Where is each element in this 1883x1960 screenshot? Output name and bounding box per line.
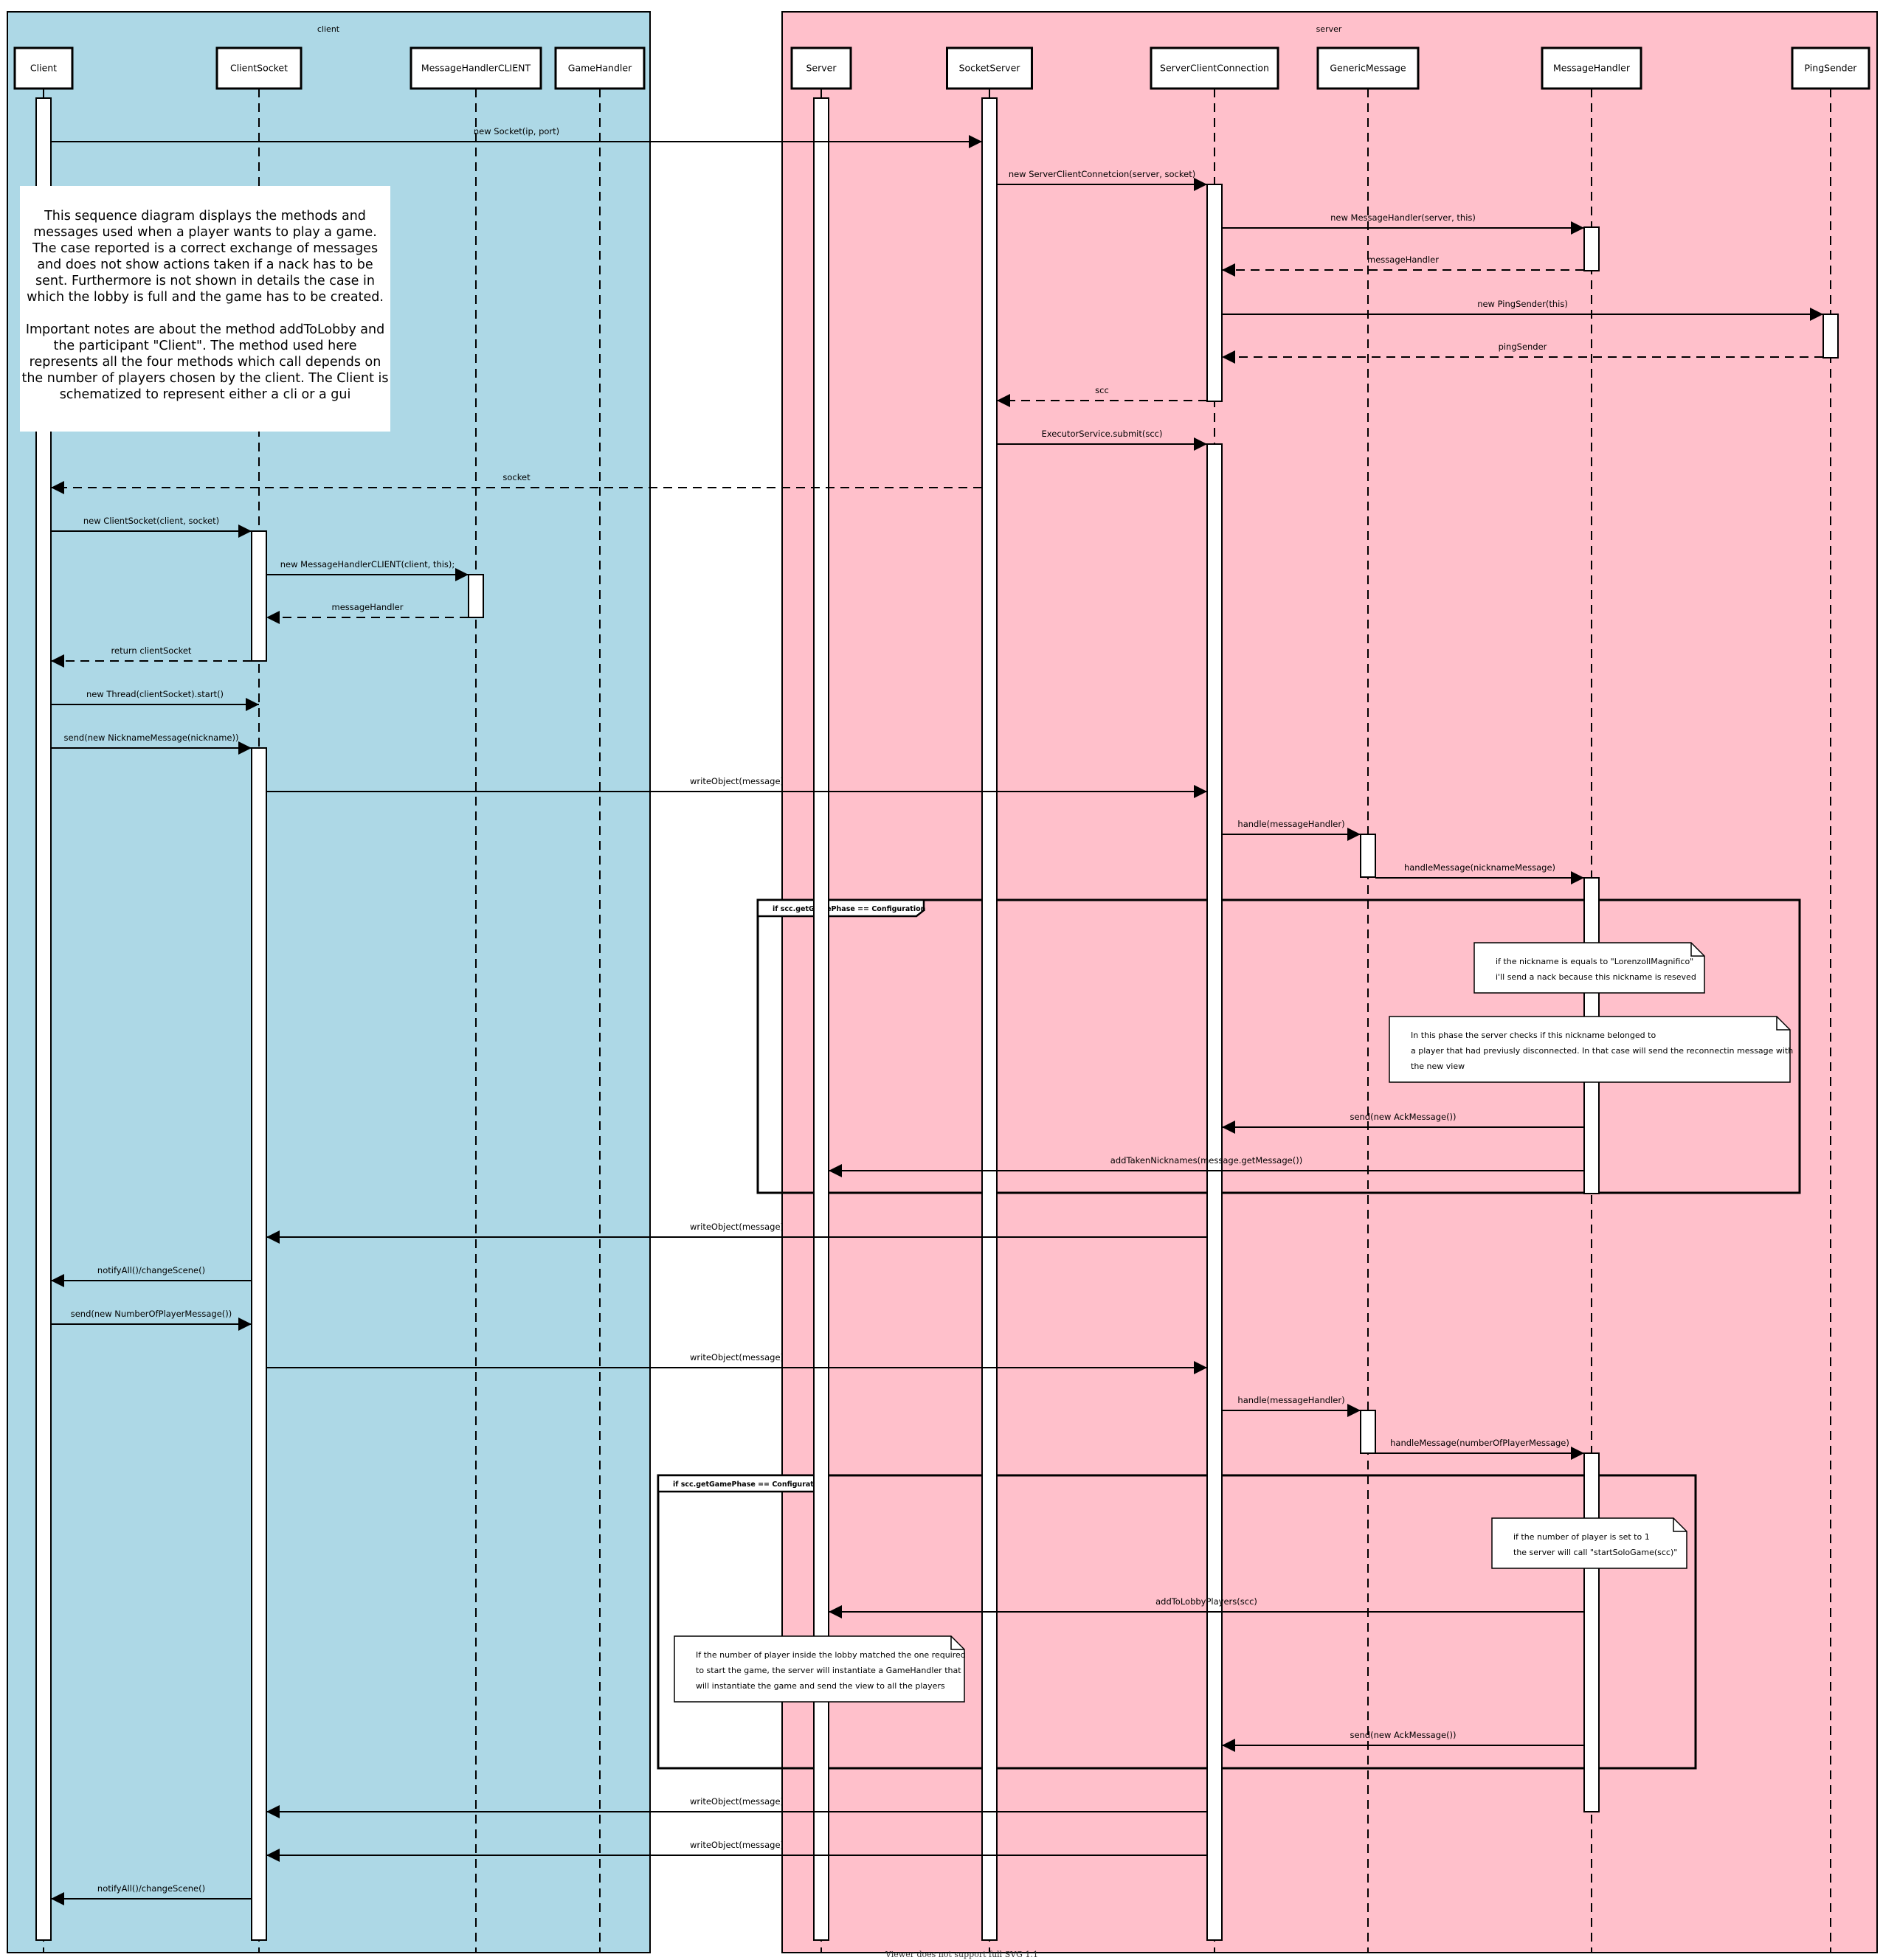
alt-fragment-frame [657, 1474, 1697, 1770]
message-label: new ServerClientConnetcion(server, socke… [1009, 169, 1195, 179]
participant-box-scc [1150, 46, 1279, 90]
note-text: If the number of player inside the lobby… [696, 1650, 966, 1660]
activation-bar-mhclient [468, 574, 484, 618]
note-fold [1776, 1017, 1790, 1031]
message-label: handle(messageHandler) [1237, 819, 1344, 829]
participant-label-mhclient: MessageHandlerCLIENT [421, 63, 531, 74]
message-label: new MessageHandler(server, this) [1330, 212, 1476, 223]
participant-label-client: Client [30, 63, 57, 74]
message-label: new ClientSocket(client, socket) [83, 516, 219, 526]
note-text: if the number of player is set to 1 [1513, 1532, 1650, 1542]
participant-box-pingsender [1791, 46, 1870, 90]
activation-bar-clientsocket [251, 747, 267, 1941]
note-text: the new view [1411, 1062, 1465, 1071]
message-label: handle(messageHandler) [1237, 1395, 1344, 1405]
note-text: a player that had previusly disconnected… [1411, 1046, 1793, 1056]
message-label: send(new NumberOfPlayerMessage()) [71, 1309, 232, 1319]
activation-bar-scc [1206, 184, 1223, 402]
participant-box-gamehandler [554, 46, 646, 90]
note-box [1389, 1016, 1791, 1083]
activation-bar-messagehandler [1583, 1452, 1600, 1812]
footer-text: Viewer does not support full SVG 1.1 [885, 1950, 1038, 1959]
message-label: new PingSender(this) [1477, 299, 1568, 309]
participant-label-pingsender: PingSender [1805, 63, 1858, 74]
participant-label-gamehandler: GameHandler [568, 63, 632, 74]
activation-bar-pingsender [1822, 314, 1839, 359]
server-group-label: server [1316, 24, 1342, 34]
participant-box-client [13, 46, 74, 90]
alt-fragment-condition: if scc.getGamePhase == Configuration [773, 905, 926, 913]
participant-label-clientsocket: ClientSocket [230, 63, 288, 74]
note-text: will instantiate the game and send the v… [696, 1681, 945, 1691]
client-group-label: client [317, 24, 340, 34]
message-label: new Thread(clientSocket).start() [86, 689, 224, 699]
message-label: handleMessage(numberOfPlayerMessage) [1390, 1438, 1569, 1448]
alt-fragment-frame [756, 898, 1801, 1194]
message-label: new Socket(ip, port) [474, 126, 559, 136]
message-label: pingSender [1499, 342, 1547, 352]
note-text: the server will call "startSoloGame(scc)… [1513, 1548, 1677, 1557]
participant-label-messagehandler: MessageHandler [1553, 63, 1631, 74]
message-label: messageHandler [1367, 254, 1439, 265]
message-label: send(new NicknameMessage(nickname)) [64, 733, 239, 743]
activation-bar-server [813, 97, 829, 1941]
activation-bar-messagehandler [1583, 226, 1600, 271]
activation-bar-clientsocket [251, 530, 267, 662]
message-label: writeObject(message) [690, 1840, 784, 1850]
note-fold [1673, 1518, 1687, 1532]
message-label: return clientSocket [111, 645, 192, 656]
activation-bar-genericmessage [1360, 834, 1376, 878]
activation-bar-socketserver [981, 97, 998, 1941]
message-label: addToLobbyPlayers(scc) [1155, 1596, 1257, 1607]
message-label: writeObject(message) [690, 776, 784, 786]
message-label: messageHandler [332, 602, 404, 612]
message-label: notifyAll()/changeScene() [97, 1265, 205, 1275]
note-box [1473, 942, 1705, 994]
alt-fragment-condition: if scc.getGamePhase == Configuration [673, 1481, 826, 1489]
activation-bar-genericmessage [1360, 1410, 1376, 1454]
note-box [1491, 1517, 1687, 1569]
message-label: new MessageHandlerCLIENT(client, this); [280, 559, 455, 569]
participant-box-genericmessage [1316, 46, 1420, 90]
participant-box-clientsocket [215, 46, 303, 90]
note-text: to start the game, the server will insta… [696, 1666, 961, 1675]
message-label: addTakenNicknames(message.getMessage()) [1110, 1155, 1302, 1166]
participant-label-server: Server [806, 63, 837, 74]
participant-box-messagehandler [1541, 46, 1642, 90]
message-label: socket [502, 472, 531, 482]
participant-box-mhclient [410, 46, 542, 90]
message-label: send(new AckMessage()) [1350, 1112, 1456, 1122]
message-label: ExecutorService.submit(scc) [1042, 429, 1163, 439]
participant-label-socketserver: SocketServer [959, 63, 1021, 74]
message-label: writeObject(message) [690, 1796, 784, 1807]
note-fold [950, 1636, 964, 1650]
message-label: handleMessage(nicknameMessage) [1404, 862, 1555, 873]
message-label: writeObject(message) [690, 1352, 784, 1362]
activation-bar-scc [1206, 443, 1223, 1941]
message-label: scc [1095, 385, 1109, 395]
participant-box-server [790, 46, 852, 90]
participant-label-scc: ServerClientConnection [1160, 63, 1269, 74]
participant-label-genericmessage: GenericMessage [1330, 63, 1406, 74]
message-label: notifyAll()/changeScene() [97, 1883, 205, 1894]
note-fold [1690, 943, 1704, 957]
note-text: In this phase the server checks if this … [1411, 1031, 1656, 1040]
note-box [674, 1635, 965, 1703]
message-label: send(new AckMessage()) [1350, 1730, 1456, 1740]
message-label: writeObject(message) [690, 1222, 784, 1232]
activation-bar-client [35, 97, 52, 1941]
alt-fragment-tab [756, 898, 925, 918]
note-text: if the nickname is equals to "LorenzoIlM… [1496, 957, 1693, 966]
description-note: This sequence diagram displays the metho… [20, 186, 390, 432]
participant-box-socketserver [946, 46, 1033, 90]
note-text: i'll send a nack because this nickname i… [1496, 972, 1696, 982]
